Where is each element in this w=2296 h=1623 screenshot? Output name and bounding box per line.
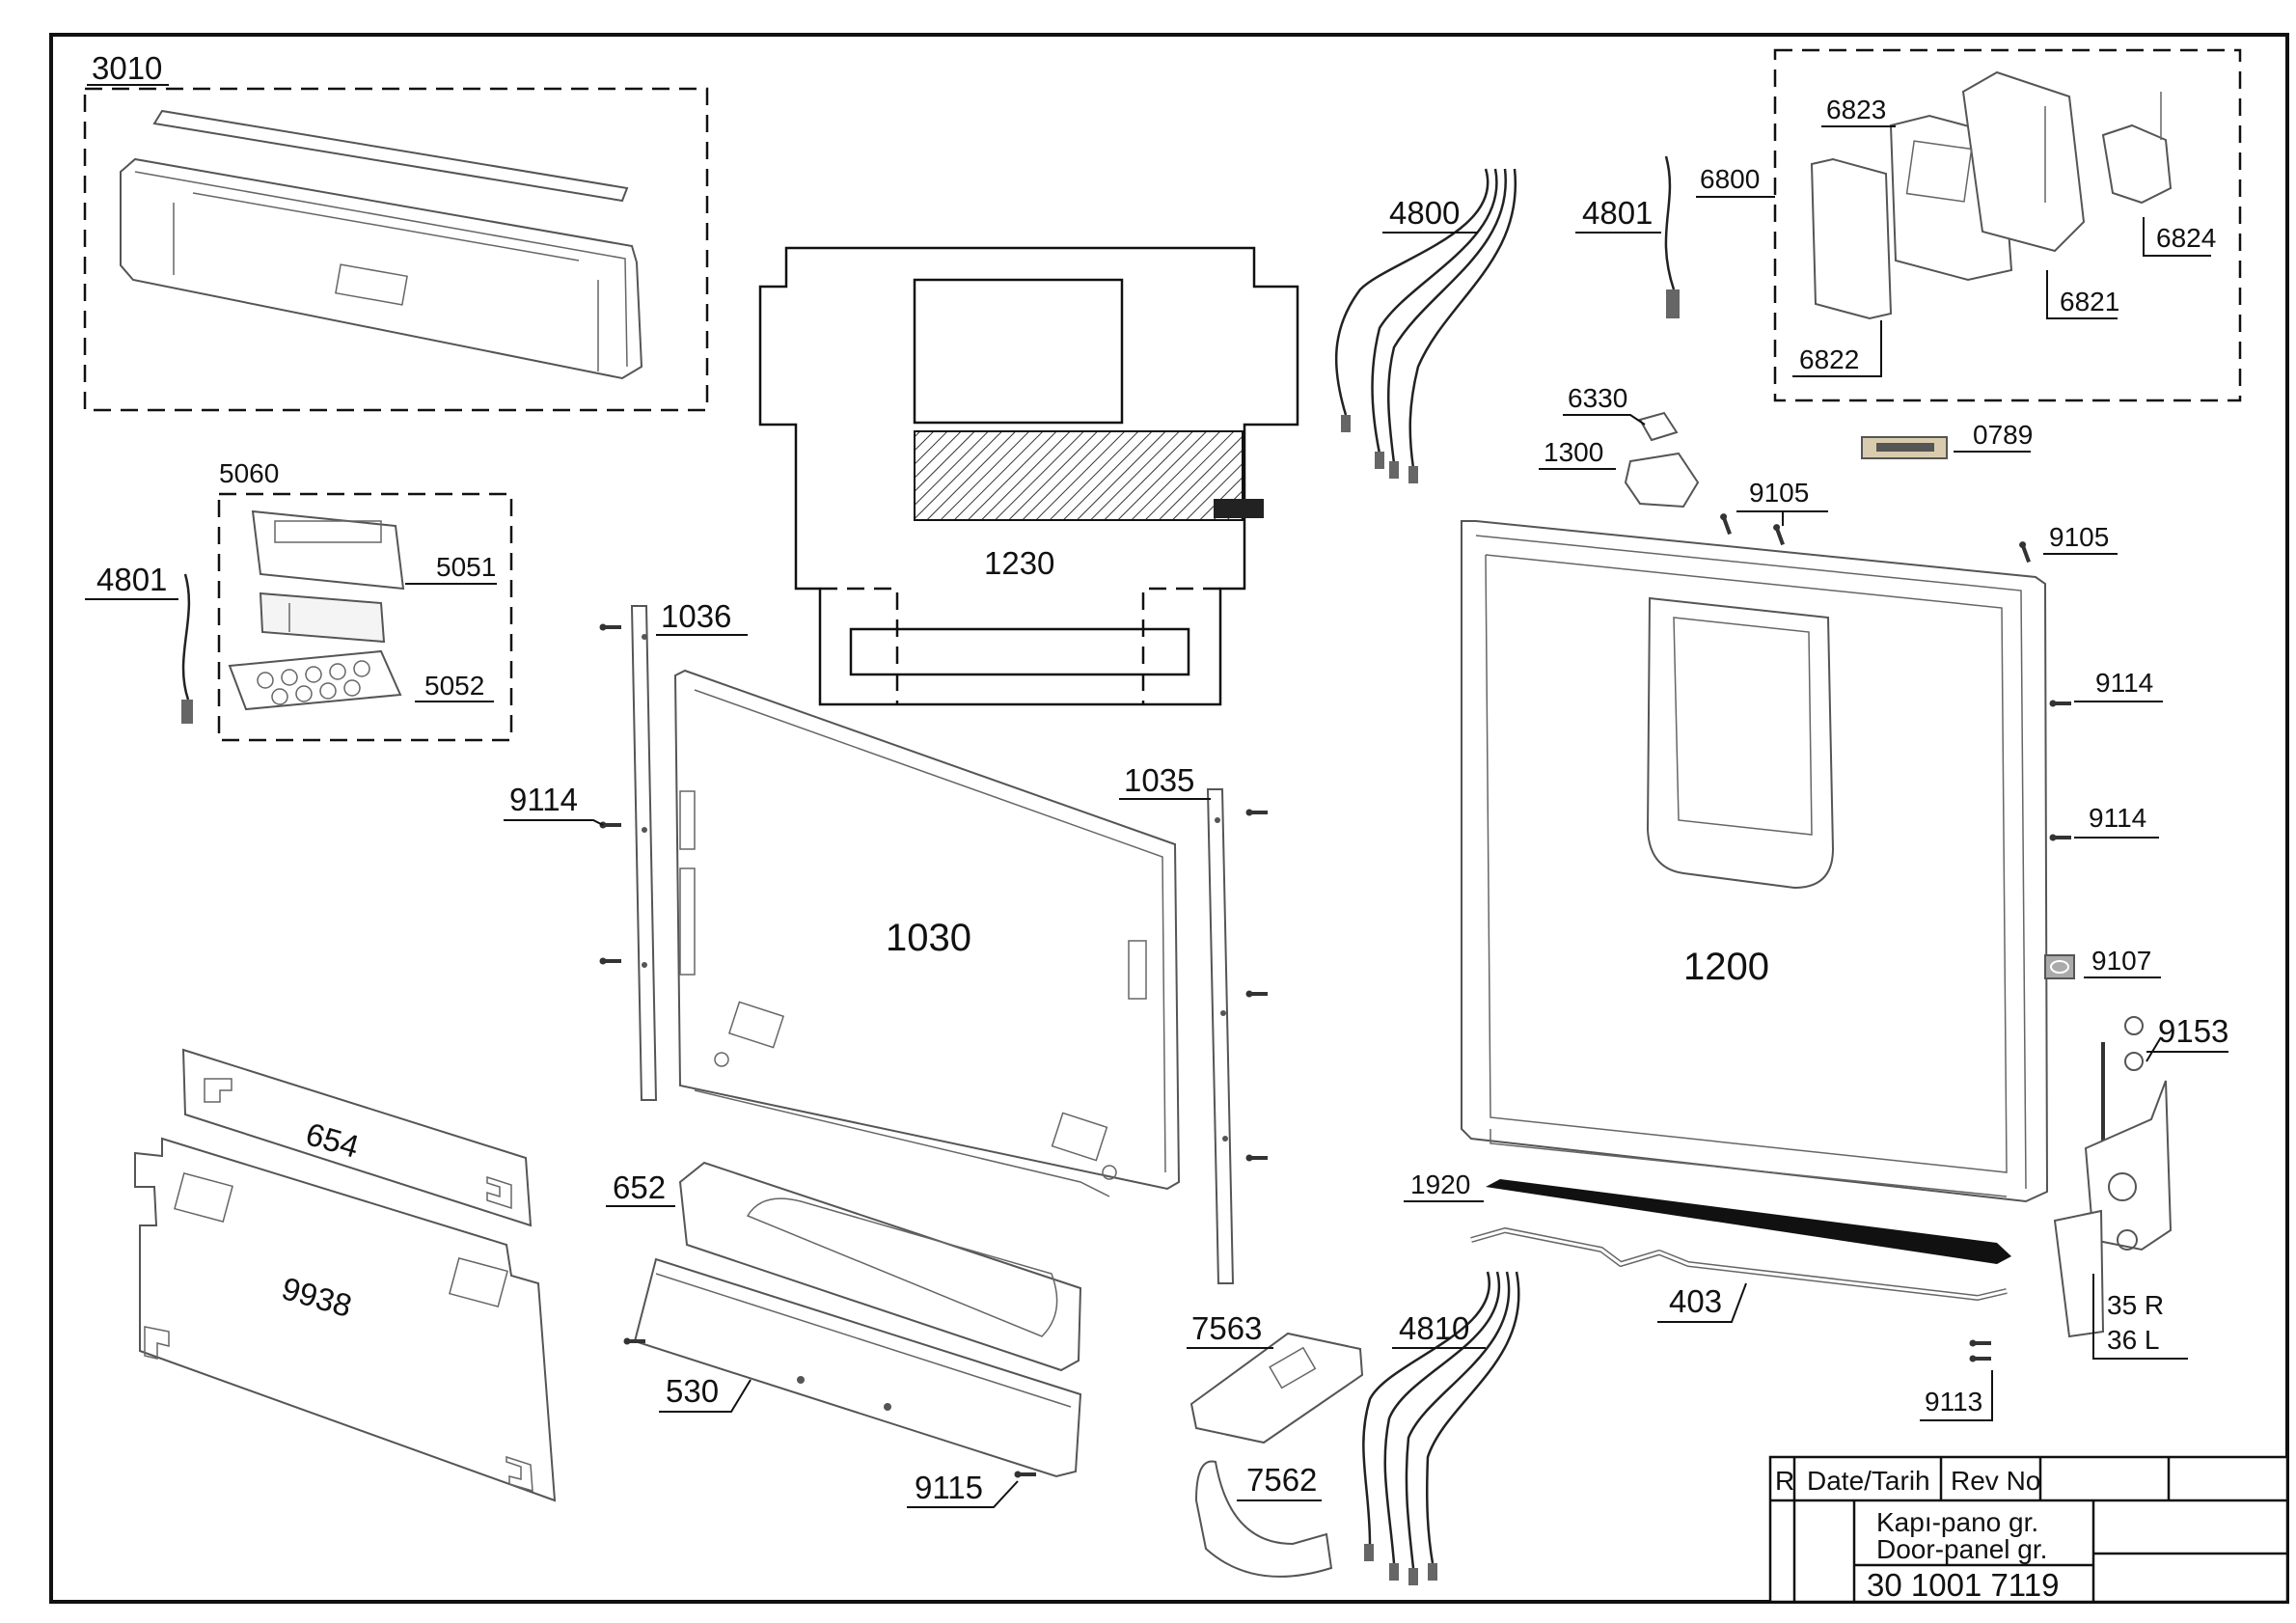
group-5060: 5060 5051 5052 4801 xyxy=(85,458,513,742)
latch-1300 xyxy=(1624,452,1700,509)
group-6330-1300: 6330 1300 0789 xyxy=(1539,383,2033,509)
duct-7562 xyxy=(1194,1460,1333,1578)
latch-6330 xyxy=(1638,411,1679,442)
rail-1036 xyxy=(630,605,658,1101)
wire-harness-4810 xyxy=(1362,1271,1491,1545)
label-1030: 1030 xyxy=(886,917,971,959)
group-rails: 1036 1035 9114 xyxy=(504,598,1270,1284)
label-3010: 3010 xyxy=(92,50,162,86)
group-9105: 9105 9105 xyxy=(1717,478,2118,565)
wire-4801 xyxy=(1664,155,1676,290)
label-6821: 6821 xyxy=(2060,287,2119,316)
label-6330: 6330 xyxy=(1568,383,1627,413)
label-530: 530 xyxy=(666,1373,719,1409)
foil-654 xyxy=(181,1048,533,1227)
dashed-frame-6800 xyxy=(1773,48,2242,402)
label-1230: 1230 xyxy=(984,545,1054,581)
keypad-5052 xyxy=(228,649,402,711)
label-5051: 5051 xyxy=(436,552,496,582)
lock-frame-6821 xyxy=(1961,70,2086,253)
label-1035: 1035 xyxy=(1124,762,1194,798)
group-1030: 1030 xyxy=(673,669,1181,1197)
dispenser-recess xyxy=(1646,596,1835,890)
wire-harness-4800 xyxy=(1334,168,1490,416)
sheet-border xyxy=(49,33,2289,1604)
tb-rev-col: R xyxy=(1775,1466,1794,1496)
label-4801-left: 4801 xyxy=(96,562,167,597)
group-1920-403: 1920 403 xyxy=(1404,1169,2011,1323)
group-652-530: 652 530 9115 xyxy=(606,1161,1082,1508)
label-4810: 4810 xyxy=(1399,1310,1469,1346)
label-9153: 9153 xyxy=(2158,1013,2228,1049)
label-9114-r2: 9114 xyxy=(2089,803,2146,833)
group-7563-7562: 7563 7562 4810 xyxy=(1187,1271,1520,1585)
group-4800: 4800 xyxy=(1334,168,1517,483)
label-9113: 9113 xyxy=(1925,1387,1982,1417)
wire-4801-left xyxy=(181,573,191,701)
tb-name-tr: Kapı-pano gr. xyxy=(1876,1507,2038,1537)
label-4800: 4800 xyxy=(1389,195,1460,231)
label-9114-left: 9114 xyxy=(509,782,578,817)
label-4801-top: 4801 xyxy=(1582,195,1653,231)
dashed-frame-5060 xyxy=(217,492,513,742)
label-9107: 9107 xyxy=(2091,946,2151,976)
label-7563: 7563 xyxy=(1191,1310,1262,1346)
group-6800: 6800 6823 6824 6821 6822 xyxy=(1696,48,2242,402)
hatched-strip xyxy=(914,430,1244,521)
label-1300: 1300 xyxy=(1544,437,1603,467)
label-6800: 6800 xyxy=(1700,164,1760,194)
label-9115: 9115 xyxy=(915,1470,983,1505)
label-35r: 35 R xyxy=(2107,1290,2164,1320)
insulation-pad-1230 xyxy=(758,246,1299,706)
group-3010: 3010 xyxy=(83,50,709,412)
kickplate-530 xyxy=(633,1257,1082,1478)
label-1200: 1200 xyxy=(1683,946,1769,988)
group-hinge: 9153 35 R 36 L xyxy=(2053,1013,2228,1360)
label-5060: 5060 xyxy=(219,458,279,488)
tb-name-en: Door-panel gr. xyxy=(1876,1534,2047,1564)
part-9107 xyxy=(2044,954,2075,979)
tb-number: 30 1001 7119 xyxy=(1867,1567,2059,1603)
label-9105-a: 9105 xyxy=(1749,478,1809,508)
foil-9938 xyxy=(134,1137,557,1502)
label-9114-r1: 9114 xyxy=(2095,668,2153,698)
group-4801-top: 4801 xyxy=(1575,155,1680,318)
lock-hook-6824 xyxy=(2101,124,2173,205)
title-block: R Date/Tarih Rev No Kapı-pano gr. Door-p… xyxy=(1768,1455,2289,1604)
bracket-7563 xyxy=(1189,1332,1364,1444)
label-6822: 6822 xyxy=(1799,344,1859,374)
label-9105-b: 9105 xyxy=(2049,522,2109,552)
cutout-window xyxy=(913,278,1124,425)
label-1920: 1920 xyxy=(1410,1169,1470,1199)
gasket-1920 xyxy=(1486,1179,2011,1264)
dashed-frame-3010 xyxy=(83,87,709,412)
rail-1035 xyxy=(1206,788,1235,1284)
lower-slot xyxy=(849,627,1190,676)
label-36l: 36 L xyxy=(2107,1325,2160,1355)
handle-trim-652 xyxy=(678,1161,1082,1372)
label-5052: 5052 xyxy=(424,671,484,701)
label-6824: 6824 xyxy=(2156,223,2216,253)
control-panel-part xyxy=(120,157,643,380)
label-403: 403 xyxy=(1669,1283,1722,1319)
label-652: 652 xyxy=(613,1169,666,1205)
group-1200: 1200 9114 9114 9107 xyxy=(1461,520,2163,1203)
group-9113: 9113 xyxy=(1920,1337,1993,1421)
tb-date-col: Date/Tarih xyxy=(1807,1466,1930,1496)
label-1036: 1036 xyxy=(661,598,731,634)
tb-revno-col: Rev No xyxy=(1951,1466,2040,1496)
lock-cover-6822 xyxy=(1810,157,1893,320)
label-7562: 7562 xyxy=(1246,1462,1317,1498)
label-6823: 6823 xyxy=(1826,95,1886,124)
group-654-9938: 654 9938 xyxy=(134,1048,557,1502)
group-1230: 1230 xyxy=(758,246,1299,706)
door-panel-1030 xyxy=(673,669,1181,1191)
label-0789: 0789 xyxy=(1973,420,2033,450)
